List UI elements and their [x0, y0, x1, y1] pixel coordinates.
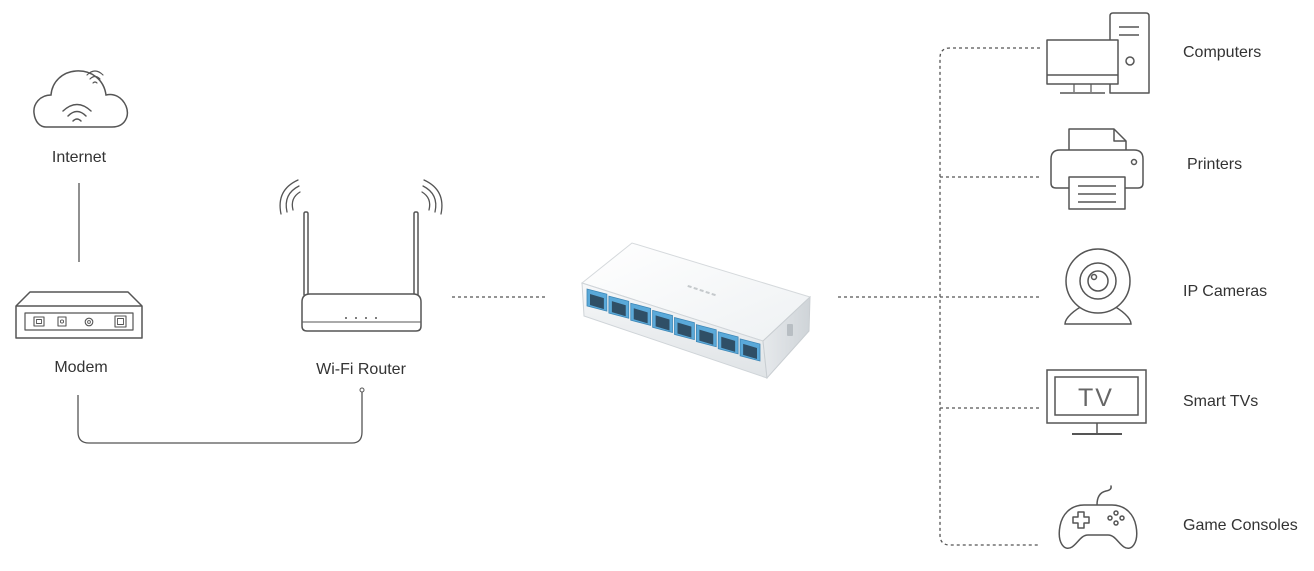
- switch-port-socket: [655, 315, 670, 331]
- switch-port-socket: [633, 308, 648, 324]
- switch-logo: [687, 285, 716, 297]
- switch-port-socket: [611, 301, 626, 317]
- game-consoles-label: Game Consoles: [1183, 517, 1298, 534]
- computer-icon: [1046, 12, 1150, 94]
- modem-label: Modem: [54, 359, 108, 376]
- power-port: [787, 324, 793, 336]
- router-label: Wi-Fi Router: [316, 361, 406, 378]
- router-icon: [279, 179, 443, 332]
- switch-ports: [586, 288, 761, 362]
- switch-icon: [580, 242, 811, 380]
- camera-icon: [1064, 248, 1132, 325]
- internet-label: Internet: [51, 149, 107, 166]
- modem-router-cable: [77, 392, 363, 444]
- connections: [77, 47, 1040, 546]
- tv-screen-text: TV: [1078, 384, 1114, 412]
- switch-port-socket: [699, 329, 714, 345]
- cable-plug: [359, 387, 365, 393]
- smart-tvs-label: Smart TVs: [1183, 393, 1259, 410]
- printers-label: Printers: [1187, 156, 1243, 173]
- tv-icon: TV: [1046, 369, 1147, 435]
- switch-port-socket: [743, 343, 757, 359]
- modem-icon: [15, 291, 143, 339]
- cloud-icon: [33, 70, 129, 128]
- switch-port-socket: [590, 294, 604, 310]
- switch-port-socket: [677, 322, 692, 338]
- ip-cameras-label: IP Cameras: [1183, 283, 1268, 300]
- printer-icon: [1050, 128, 1144, 210]
- switch-port-socket: [721, 336, 736, 352]
- gamepad-icon: [1058, 485, 1138, 549]
- computers-label: Computers: [1183, 44, 1262, 61]
